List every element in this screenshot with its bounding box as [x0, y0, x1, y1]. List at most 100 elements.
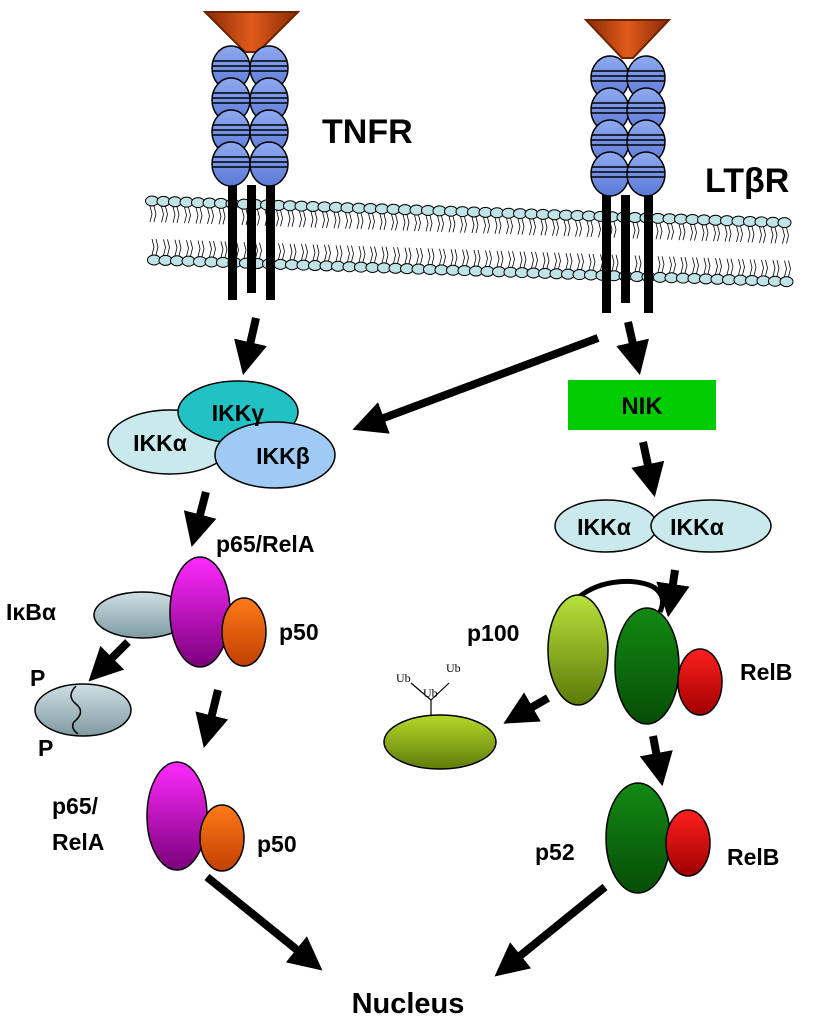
- lipid-tail: [724, 225, 732, 242]
- lipid-tail: [439, 248, 446, 265]
- lipid-tail: [381, 246, 389, 263]
- nucleus-label: Nucleus: [352, 988, 465, 1020]
- lipid-tail: [701, 224, 709, 241]
- p65-p50-dimer: p65/ RelA p50: [52, 761, 297, 872]
- p52-label: p52: [535, 839, 575, 865]
- relb-processing-oval: [614, 607, 680, 725]
- arrow-p100-processing: [503, 692, 550, 724]
- ikk-beta-label: IKKβ: [256, 443, 310, 469]
- p50-bottom-label: p50: [257, 831, 297, 857]
- tnfr-label: TNFR: [322, 113, 413, 151]
- arrow-ikk-to-p65: [183, 490, 217, 548]
- degraded-p100-fragment: [383, 714, 497, 770]
- p50-oval-bottom: [199, 804, 245, 872]
- lipid-tail: [312, 244, 320, 261]
- phospho-2-label: P: [38, 735, 53, 761]
- lipid-tail: [563, 220, 571, 237]
- lipid-tail: [402, 214, 410, 231]
- p65-oval-bottom: [146, 761, 208, 871]
- ltbr-receptor: [583, 19, 672, 313]
- ub-3-label: Ub: [423, 686, 438, 700]
- p65-oval-top: [169, 556, 231, 668]
- ikka-2-label: IKKα: [670, 514, 724, 540]
- lipid-tail: [611, 254, 619, 271]
- ikk-beta-oval: [214, 421, 336, 489]
- lipid-tail: [669, 256, 676, 273]
- p100-linker: [576, 578, 666, 614]
- p65-top-label: p65/RelA: [216, 531, 314, 557]
- lipid-tail: [506, 218, 513, 235]
- lipid-tail: [255, 242, 262, 259]
- lipid-tail: [347, 245, 354, 262]
- lipid-tail: [552, 219, 559, 236]
- ltbr-extracellular-domains: [590, 55, 666, 197]
- lipid-tail: [462, 249, 469, 266]
- lipid-tail: [736, 225, 743, 243]
- lipid-tail: [195, 207, 203, 224]
- lipid-tail: [450, 249, 458, 266]
- lipid-tail: [379, 213, 387, 230]
- lipid-tail: [542, 252, 550, 269]
- lipid-tail: [448, 216, 456, 233]
- arrow-ikba-degradation: [88, 639, 131, 682]
- lipid-tail: [322, 211, 329, 228]
- lipid-tail: [726, 258, 734, 275]
- lipid-tail: [471, 216, 479, 234]
- lipid-tail: [575, 220, 582, 237]
- degraded-ikba-oval: [34, 683, 132, 737]
- degraded-ikba: P P: [30, 665, 132, 761]
- p100-relb-complex: p100 RelB: [467, 578, 792, 725]
- lipid-tail: [416, 247, 423, 265]
- lipid-tail: [172, 206, 180, 223]
- phospho-1-label: P: [30, 665, 45, 691]
- arrow-ikka-to-p100: [656, 569, 690, 618]
- nik-rect: [568, 380, 716, 430]
- lipid-tail: [703, 257, 711, 274]
- lipid-head-outer: [777, 217, 792, 229]
- lipid-tail: [186, 240, 193, 257]
- lipid-tail: [310, 211, 318, 228]
- arrow-ltbr-to-ikk: [352, 334, 600, 434]
- relb-bottom-label: RelB: [727, 844, 779, 870]
- lipid-tail: [554, 252, 561, 269]
- lipid-tail: [163, 239, 170, 256]
- lipid-tail: [287, 210, 295, 227]
- lipid-tail: [174, 239, 182, 256]
- relb-top-label: RelB: [740, 659, 792, 685]
- lipid-tail: [690, 224, 697, 241]
- lipid-tail: [404, 247, 412, 264]
- p65-bottom-label-line2: RelA: [52, 829, 104, 855]
- arrow-p65-to-nucleus: [204, 873, 323, 971]
- lipid-tail: [784, 260, 791, 277]
- ikba-label: IκBα: [6, 599, 56, 625]
- lipid-tail: [667, 223, 674, 240]
- p100-oval: [547, 594, 609, 706]
- ltbr-ligand: [583, 19, 672, 59]
- lipid-tail: [473, 249, 481, 267]
- p100-label: p100: [467, 620, 519, 646]
- nik-label: NIK: [621, 393, 663, 420]
- relb-top-oval: [677, 648, 723, 716]
- lipid-tail: [218, 208, 226, 225]
- lipid-tail: [529, 218, 536, 236]
- lipid-tail: [414, 214, 421, 232]
- lipid-tail: [692, 257, 699, 274]
- arrow-ltbr-to-nik: [616, 321, 649, 376]
- lipid-tail: [713, 225, 720, 242]
- ubiquitinated-fragment: Ub Ub Ub: [383, 661, 497, 770]
- ikk-complex: IKKγ IKKα IKKβ: [107, 380, 336, 489]
- lipid-tail: [588, 253, 596, 271]
- lipid-tail: [276, 210, 283, 227]
- ikka-dimer: IKKα IKKα: [554, 499, 772, 553]
- lipid-tail: [324, 244, 331, 261]
- lipid-tail: [761, 259, 768, 276]
- lipid-tail: [391, 214, 398, 231]
- lipid-tail: [184, 207, 191, 224]
- lipid-tail: [747, 226, 755, 243]
- ubiquitin-chain: [410, 682, 450, 715]
- ikka-oval-2: [650, 499, 772, 553]
- tnfr-domain-3-0: [211, 141, 251, 187]
- lipid-tail: [460, 216, 467, 233]
- lipid-tail: [749, 259, 757, 276]
